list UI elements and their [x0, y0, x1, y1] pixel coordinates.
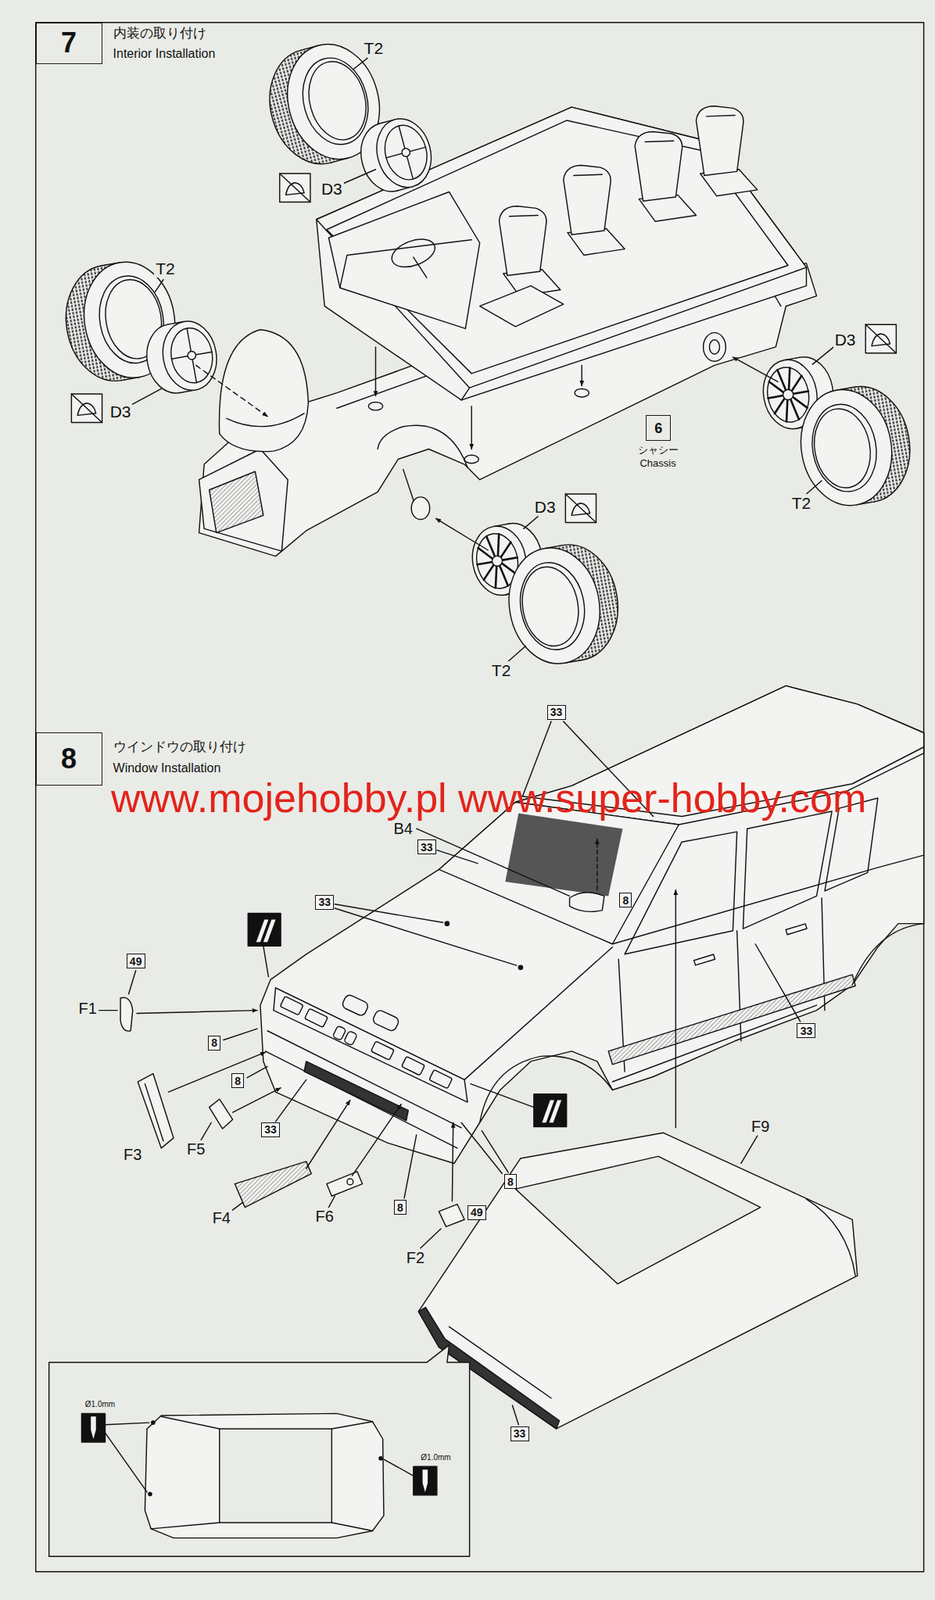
paint-callout-box: 49 [467, 1205, 487, 1221]
paint-callout-box: 8 [231, 1073, 244, 1089]
paint-icon [247, 913, 281, 947]
car-body [260, 685, 925, 1164]
callout-number: 33 [513, 1428, 527, 1440]
drilling-inset [49, 1345, 470, 1557]
chassis-reference-box: 6シャシーChassis [645, 415, 670, 441]
part-label: D3 [533, 497, 558, 516]
step-number: 7 [60, 28, 77, 58]
part-label: T2 [154, 259, 177, 278]
part-label: D3 [319, 179, 344, 198]
paint-callout-box: 8 [619, 892, 632, 908]
part-label: T2 [790, 494, 814, 513]
callout-number: 33 [550, 706, 563, 718]
part-label: F9 [749, 1117, 771, 1136]
callout-number: 8 [397, 1202, 404, 1214]
callout-number: 33 [264, 1124, 277, 1136]
no-glue-icon [71, 394, 102, 423]
reference-caption: Chassis [638, 458, 677, 470]
part-label: F6 [314, 1207, 336, 1226]
paint-icon [533, 1094, 567, 1128]
callout-number: 8 [211, 1037, 218, 1049]
part-label: F2 [404, 1249, 427, 1267]
step-heading: Interior Installation [112, 46, 217, 61]
paint-callout-box: 33 [261, 1122, 280, 1138]
paint-callout-box: 33 [417, 839, 437, 855]
part-label: F4 [211, 1209, 233, 1227]
step-heading: ウインドウの取り付け [112, 739, 248, 756]
step-number: 6 [654, 421, 663, 436]
no-glue-icon [865, 324, 896, 354]
step-header: 7内装の取り付けInterior Installation [35, 22, 103, 65]
callout-number: 49 [470, 1207, 484, 1219]
leader-lines [99, 721, 801, 1426]
part-label: D3 [833, 330, 858, 349]
window-part [418, 1132, 857, 1430]
step-heading: 内装の取り付け [112, 25, 208, 42]
paint-callout-box: 49 [126, 953, 146, 969]
part-label: F5 [185, 1140, 207, 1158]
callout-number: 49 [129, 956, 143, 968]
callout-number: 33 [420, 841, 434, 853]
callout-number: 33 [800, 1025, 814, 1037]
reference-caption: シャシー [637, 444, 680, 457]
callout-number: 33 [318, 896, 331, 908]
leader-lines [130, 57, 835, 662]
paint-callout-box: 33 [796, 1023, 816, 1039]
part-label: B4 [392, 820, 415, 838]
paint-callout-box: 33 [315, 895, 334, 910]
paint-callout-box: 8 [504, 1174, 517, 1190]
callout-number: 8 [622, 895, 629, 907]
part-label: D3 [108, 402, 133, 421]
part-label: F1 [77, 999, 99, 1018]
paint-callout-box: 8 [394, 1200, 407, 1215]
interior-tub [316, 106, 807, 401]
page-frame [35, 22, 925, 1573]
step-header: 8ウインドウの取り付けWindow Installation [35, 732, 103, 786]
no-glue-icon [565, 494, 596, 524]
paint-callout-box: 33 [510, 1426, 530, 1442]
wheels [57, 33, 919, 671]
lamp-parts [120, 997, 465, 1227]
paint-callout-box: 8 [207, 1035, 221, 1051]
no-glue-icon [279, 173, 311, 203]
callout-number: 8 [507, 1176, 514, 1188]
drill-size-label: Ø1.0mm [83, 1400, 117, 1409]
step-heading: Window Installation [112, 761, 223, 776]
part-label: T2 [490, 661, 513, 680]
part-label: F3 [121, 1146, 144, 1164]
drill-size-label: Ø1.0mm [419, 1453, 452, 1462]
watermark: www.mojehobby.pl www.super-hobby.com [109, 777, 868, 819]
part-label: T2 [362, 39, 386, 58]
callout-number: 8 [234, 1075, 241, 1087]
step-number: 8 [60, 745, 77, 774]
paint-callout-box: 33 [547, 705, 567, 721]
